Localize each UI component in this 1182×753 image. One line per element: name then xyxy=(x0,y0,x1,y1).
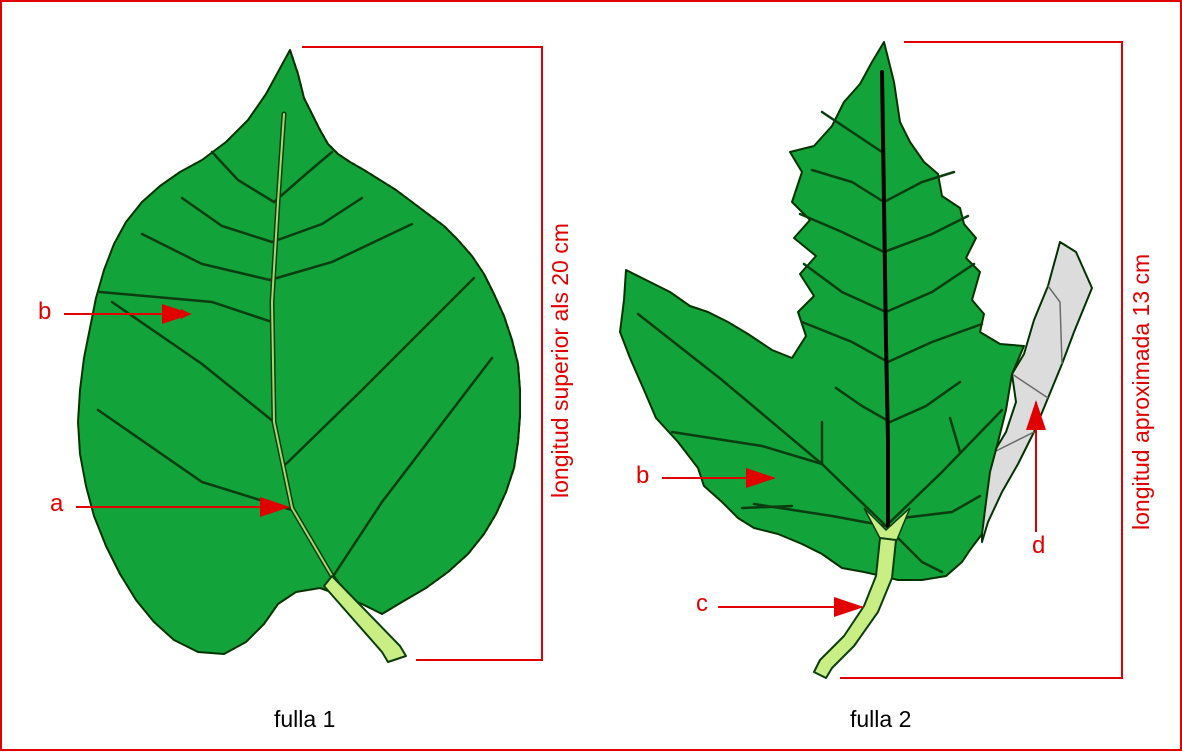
leaf-2-label-c: c xyxy=(696,592,708,616)
leaf-2 xyxy=(620,42,1092,678)
leaf-1-blade xyxy=(78,50,520,654)
leaf-2-label-d: d xyxy=(1032,534,1045,558)
leaf-1-caption: fulla 1 xyxy=(274,708,335,731)
leaf-1-label-b: b xyxy=(38,300,51,324)
leaf-2-caption: fulla 2 xyxy=(850,708,911,731)
leaf-1-length-label: longitud superior als 20 cm xyxy=(549,223,572,498)
leaf-2-label-b: b xyxy=(636,464,649,488)
leaf-1 xyxy=(78,50,520,662)
leaf-1-label-a: a xyxy=(50,492,63,516)
leaf-2-blade xyxy=(620,42,1024,580)
leaf-2-length-label: longitud aproximada 13 cm xyxy=(1130,254,1153,530)
